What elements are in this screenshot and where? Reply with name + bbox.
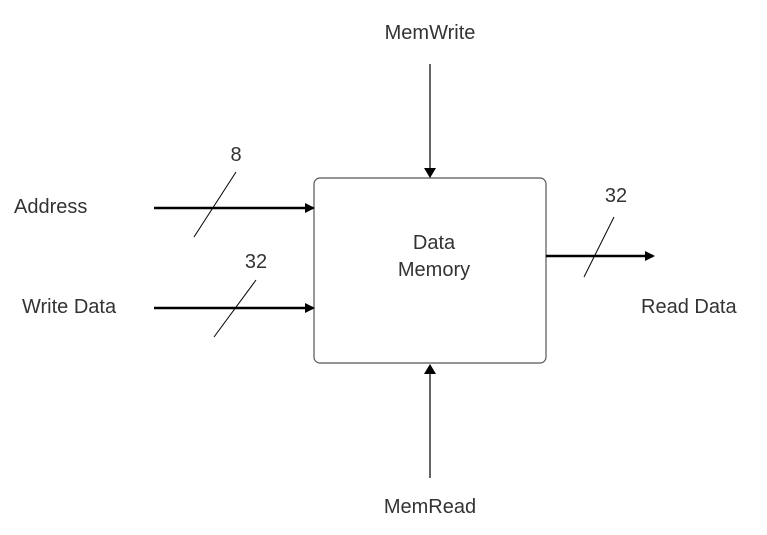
- write-data-bus-slash: [213, 279, 257, 338]
- block-title-line1: Data: [413, 232, 456, 254]
- read-data-bus-width: 32: [605, 185, 627, 207]
- address-bus-slash: [193, 171, 237, 238]
- read-data-label: Read Data: [641, 296, 737, 318]
- write-data-label: Write Data: [22, 296, 117, 318]
- address-bus-width: 8: [230, 144, 241, 166]
- block-title-line2: Memory: [398, 259, 470, 281]
- read-data-bus-slash: [583, 216, 615, 278]
- data-memory-block: [313, 177, 547, 364]
- memread-label: MemRead: [384, 496, 476, 518]
- memwrite-label: MemWrite: [385, 22, 476, 44]
- address-label: Address: [14, 196, 87, 218]
- write-data-bus-width: 32: [245, 251, 267, 273]
